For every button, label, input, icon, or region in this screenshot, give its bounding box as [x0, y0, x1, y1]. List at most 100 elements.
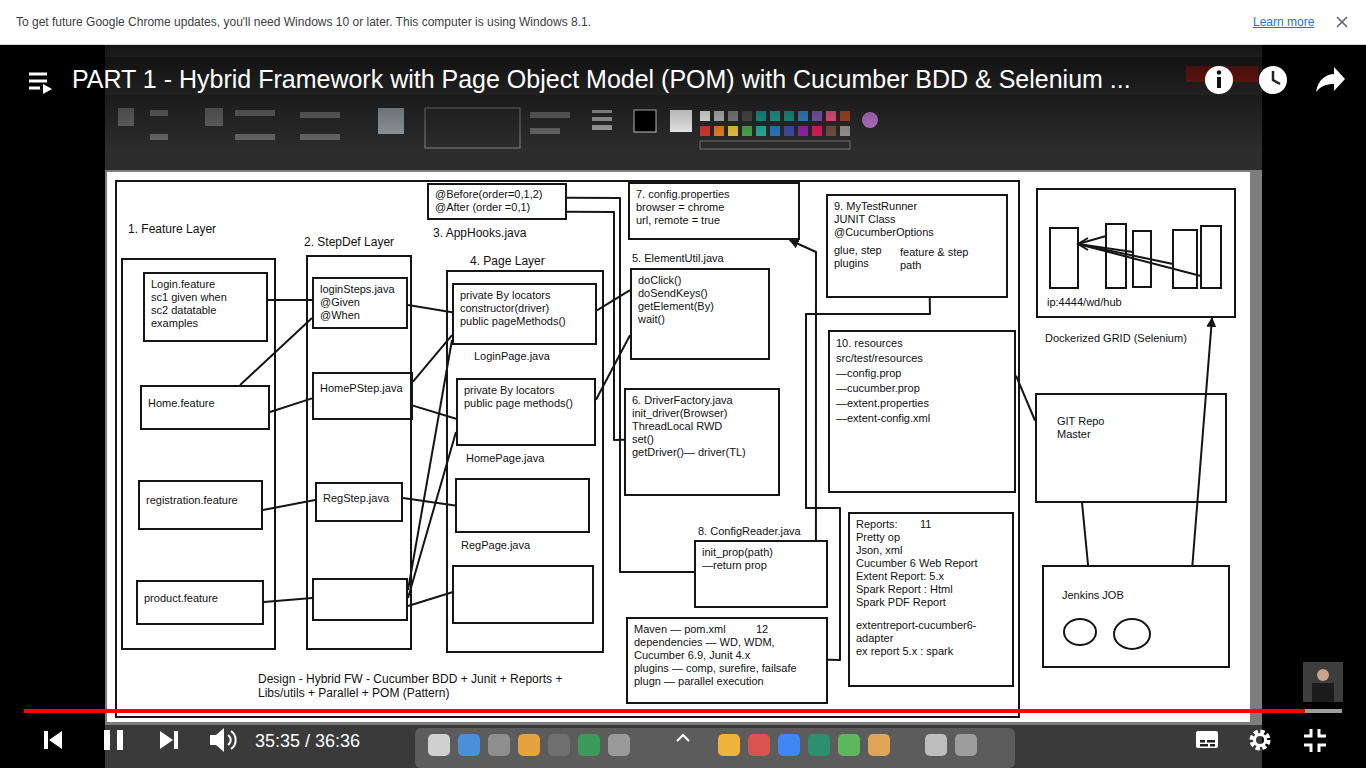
box-text: @When: [320, 309, 400, 322]
share-icon: [1316, 67, 1345, 92]
box-text: 9. MyTestRunner: [834, 200, 1000, 213]
dock-icon: [488, 734, 510, 756]
box-text: Maven — pom.xml: [634, 623, 820, 636]
box-heading: 2. StepDef Layer: [304, 235, 394, 249]
box-heading: 1. Feature Layer: [128, 222, 216, 236]
box-text: doClick(): [638, 274, 762, 287]
reader-box: 8. ConfigReader.javainit_prop(path)—retu…: [694, 540, 828, 608]
subtitles-button: [1200, 744, 1208, 747]
dock-icon: [608, 734, 630, 756]
grid-node-sketch: [1201, 226, 1221, 288]
connector-line: [1082, 503, 1088, 565]
volume-button: [231, 731, 236, 749]
empty-page-box: [453, 566, 593, 623]
grid-box: ip:4444/wd/hubDockerized GRID (Selenium): [1036, 188, 1236, 318]
box-text: @CucumberOptions: [834, 226, 1000, 239]
grid-node-sketch: [1050, 228, 1078, 288]
box-heading: RegPage.java: [461, 539, 530, 552]
step-def-box: HomePStep.java: [312, 372, 413, 420]
dock-icon: [778, 734, 800, 756]
dock-icon: [428, 734, 450, 756]
presenter-thumbnail: [1303, 662, 1343, 702]
box-text: loginSteps.java: [320, 283, 400, 296]
pause-button: [104, 730, 110, 750]
box-text: sc2 datatable examples: [151, 304, 260, 330]
watch-later-icon: [1259, 66, 1287, 94]
box-text: set(): [632, 433, 772, 446]
box-text: product.feature: [144, 592, 256, 605]
next-button: [174, 731, 178, 749]
box-text: —config.prop: [836, 366, 1008, 381]
dock-icon: [748, 734, 770, 756]
feature-file-box: Login.featuresc1 given whensc2 datatable…: [143, 272, 268, 342]
box-text: JUNIT Class: [834, 213, 1000, 226]
box-text: ip:4444/wd/hub: [1047, 296, 1122, 309]
feature-file-box: Home.feature: [140, 385, 270, 430]
subtitles-button: [1196, 731, 1218, 748]
box-text: registration.feature: [146, 494, 255, 507]
close-icon: [1337, 17, 1347, 27]
subtitles-button: [1207, 740, 1215, 743]
layer-box: Login.featuresc1 given whensc2 datatable…: [121, 258, 276, 650]
feature-file-box: registration.feature: [138, 480, 263, 530]
progress-played: [24, 709, 1305, 713]
box-text: GIT Repo Master: [1057, 415, 1119, 441]
box-text: RegStep.java: [323, 492, 395, 505]
exit-fullscreen-button: [1319, 745, 1326, 752]
job-sketch: [1064, 619, 1096, 645]
grid-link-sketch: [1078, 236, 1106, 244]
exit-fullscreen-button: [1304, 745, 1311, 752]
dock-icon: [838, 734, 860, 756]
box-text: Extent Report: 5.x: [856, 570, 1006, 583]
box-text: public pageMethods(): [460, 315, 589, 328]
presenter-thumbnail: [1312, 683, 1334, 702]
feature-file-box: product.feature: [136, 580, 264, 625]
dock-icon: [458, 734, 480, 756]
box-text: plugn — parallel execution: [634, 675, 820, 688]
pause-button: [117, 730, 123, 750]
box-text: @Given: [320, 296, 400, 309]
connector-line: [790, 240, 816, 540]
box-text: HomePStep.java: [320, 382, 405, 395]
box-text: —cucumber.prop: [836, 381, 1008, 396]
box-text: sc1 given when: [151, 291, 260, 304]
playlist-icon: [43, 84, 52, 94]
playlist-icon: [29, 87, 40, 90]
subtitles-button: [1200, 740, 1205, 743]
box-text: src/test/resources: [836, 351, 1008, 366]
box-text: ThreadLocal RWD: [632, 420, 772, 433]
chevron-icon: [677, 735, 689, 741]
dock-icon: [955, 734, 977, 756]
box-text: Login.feature: [151, 278, 260, 291]
box-text: Spark PDF Report: [856, 596, 1006, 609]
presenter-thumbnail: [1317, 669, 1329, 681]
box-text: 7. config.properties: [636, 188, 792, 201]
volume-button: [228, 735, 231, 745]
box-text: private By locators: [460, 289, 589, 302]
box-text: 10. resources: [836, 336, 1008, 351]
top-shade: [0, 45, 1366, 150]
box-heading: LoginPage.java: [474, 350, 550, 363]
dock: [415, 728, 1015, 768]
box-text: init_prop(path): [702, 546, 820, 559]
sketch-line: [264, 598, 312, 602]
repo-box: GIT Repo Master: [1035, 393, 1227, 503]
box-text: Pretty op: [856, 531, 1006, 544]
hooks-box: @Before(order=0,1,2)@After (order =0,1)3…: [427, 183, 567, 220]
sketch-line: [408, 432, 456, 598]
canvas-surround: [105, 170, 1262, 725]
layer-box: loginSteps.java@Given@WhenHomePStep.java…: [306, 255, 412, 650]
video-title: PART 1 - Hybrid Framework with Page Obje…: [72, 64, 1131, 94]
jenkins-box: Jenkins JOB: [1042, 565, 1230, 668]
dock-icon: [808, 734, 830, 756]
video-background: [0, 45, 1366, 768]
connector-line: [1192, 318, 1212, 565]
dock-icons: [428, 734, 977, 756]
notice-link: Learn more: [1253, 15, 1314, 29]
box-text: @After (order =0,1): [435, 201, 559, 214]
grid-link-sketch: [1078, 244, 1201, 276]
connector-line: [240, 318, 312, 385]
frame-box: Login.featuresc1 given whensc2 datatable…: [115, 180, 1020, 718]
